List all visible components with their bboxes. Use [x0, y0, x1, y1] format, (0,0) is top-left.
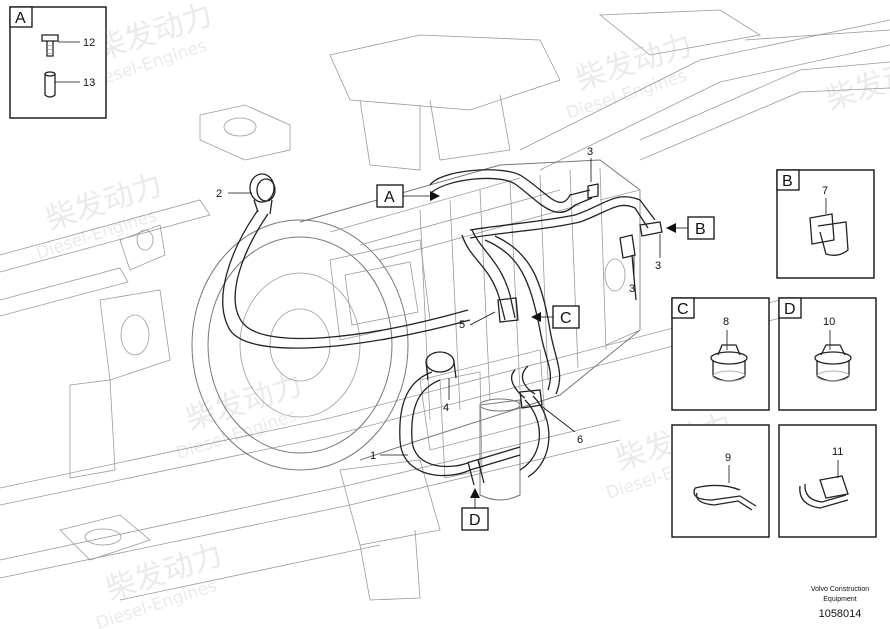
detail-panel-c-tag: C: [677, 301, 689, 318]
view-tag-b: B: [666, 216, 715, 240]
view-tag-d: D: [461, 488, 489, 531]
arrow-right-icon: [430, 191, 440, 201]
hose-lines: [222, 169, 663, 486]
callout-3: 3: [587, 146, 593, 158]
arrow-left-icon: [666, 223, 676, 233]
callouts: 2 3 3 3 5 4 6 1: [216, 146, 661, 462]
detail-panel-d-tag: D: [784, 301, 796, 318]
watermark: 柴发动力 Diesel-Engines: [94, 537, 227, 629]
arrow-up-icon: [470, 488, 480, 498]
transmission-housing: [191, 159, 641, 501]
detail-panel-b: B 7: [776, 169, 875, 279]
callout-2: 2: [216, 188, 222, 200]
callout-10: 10: [823, 316, 835, 328]
detail-panel-c: C 8: [671, 297, 770, 411]
callout-3: 3: [629, 283, 635, 295]
callout-1: 1: [370, 450, 376, 462]
publisher-credit: Volvo Construction Equipment 1058014: [811, 586, 869, 620]
callout-5: 5: [459, 319, 465, 331]
watermark: 柴发动力 Diesel-Engines: [34, 167, 167, 264]
view-tag-c: C: [531, 305, 580, 329]
callout-12: 12: [83, 37, 95, 49]
view-tag-d-letter: D: [469, 512, 481, 529]
callout-11: 11: [832, 446, 843, 458]
detail-panel-d: D 10: [778, 297, 877, 411]
callout-13: 13: [83, 77, 95, 89]
cap-icon: [809, 213, 849, 256]
detail-panel-a: A 12 13: [9, 6, 107, 119]
detail-panel-cable-tie: 9: [671, 424, 770, 538]
watermark: 柴发动力 Diesel-Engines: [174, 367, 307, 464]
grommet-icon: [710, 344, 748, 382]
watermark: 柴发动力 Diesel-Engines: [564, 27, 697, 124]
detail-panel-b-tag: B: [782, 173, 793, 190]
credit-company: Volvo Construction: [811, 586, 869, 593]
view-tag-b-letter: B: [695, 221, 706, 238]
view-tag-a: A: [376, 184, 440, 208]
bolt-icon: [41, 34, 59, 57]
view-tag-a-letter: A: [384, 189, 395, 206]
cable-tie-icon: [693, 484, 757, 511]
arrow-left-icon: [531, 312, 541, 322]
credit-code: 1058014: [819, 608, 862, 620]
callout-9: 9: [725, 452, 731, 464]
detail-panel-clip: 11: [778, 424, 877, 538]
sleeve-icon: [44, 71, 56, 98]
detail-panel-a-tag: A: [15, 10, 26, 27]
callout-6: 6: [577, 434, 583, 446]
callout-3: 3: [655, 260, 661, 272]
grommet-icon: [814, 344, 852, 382]
view-tags: A B C D: [376, 184, 715, 531]
chassis-frame: [0, 9, 890, 601]
callout-7: 7: [822, 185, 828, 197]
leader-line: [469, 311, 496, 326]
credit-department: Equipment: [823, 596, 857, 603]
callout-8: 8: [723, 316, 729, 328]
leader-line: [539, 404, 576, 433]
view-tag-c-letter: C: [560, 310, 572, 327]
callout-4: 4: [443, 402, 449, 414]
clip-icon: [799, 475, 849, 509]
